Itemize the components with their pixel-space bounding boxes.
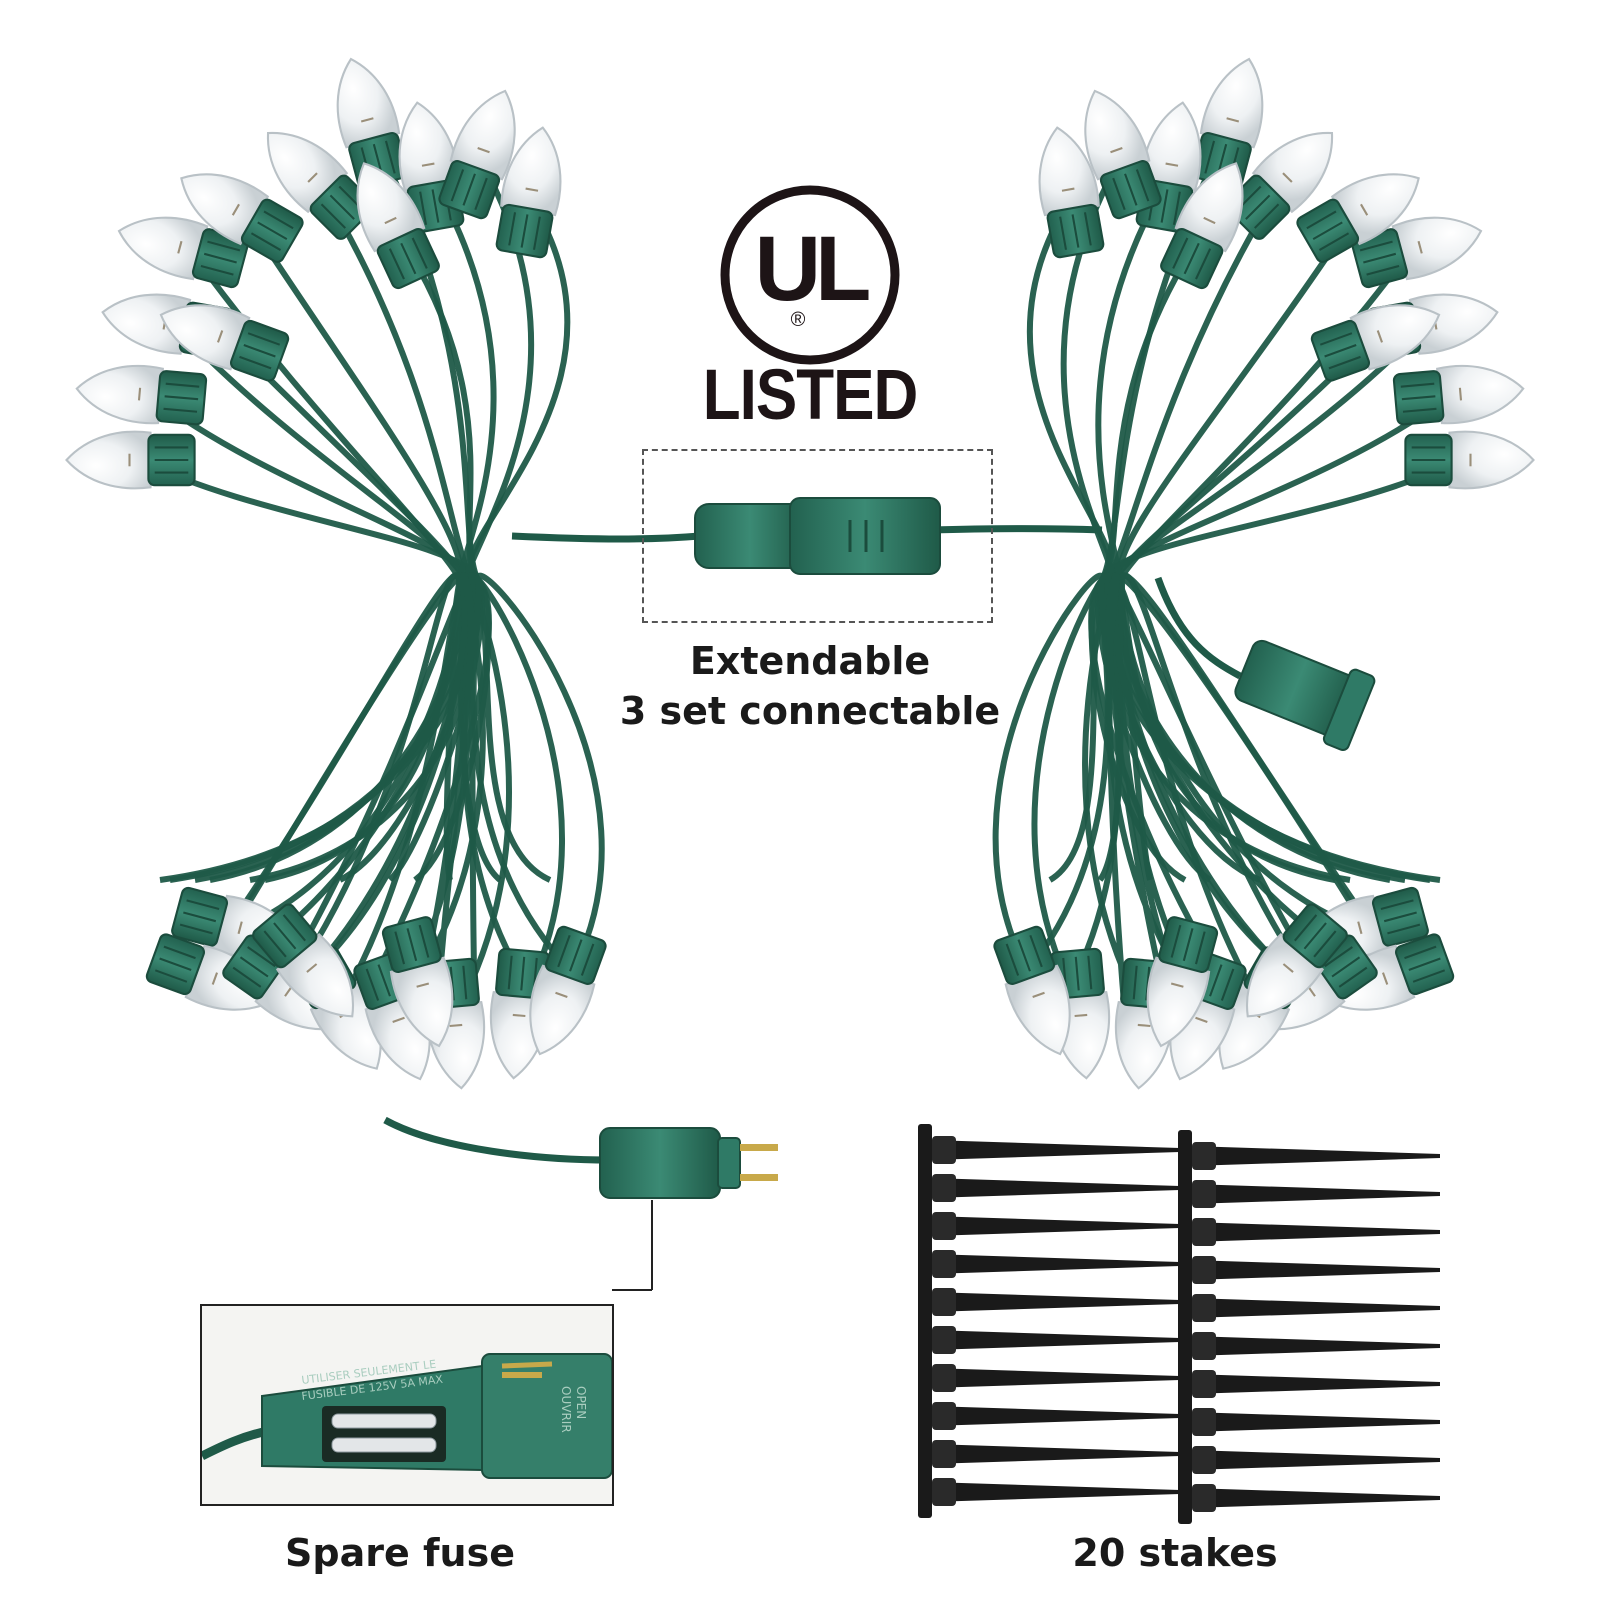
wire-strand bbox=[1105, 572, 1183, 977]
wire-strand bbox=[1031, 572, 1122, 1007]
stake bbox=[918, 1390, 1180, 1442]
ul-letters: UL bbox=[755, 218, 869, 320]
stake bbox=[918, 1276, 1180, 1328]
stake bbox=[1178, 1434, 1440, 1486]
stake bbox=[918, 1200, 1180, 1252]
bulb bbox=[65, 430, 196, 490]
wire-strand bbox=[470, 572, 605, 988]
bulb bbox=[73, 359, 208, 430]
wire-strand bbox=[1112, 572, 1298, 963]
stake bbox=[1178, 1472, 1440, 1524]
stake bbox=[918, 1314, 1180, 1366]
spare-fuse-closeup: UTILISER SEULEMENT LE FUSIBLE DE 125V 5A… bbox=[200, 1304, 614, 1506]
fuse-ouvrir-label: OUVRIR bbox=[559, 1386, 573, 1433]
left-string-bulbs bbox=[65, 50, 612, 1092]
stake bbox=[918, 1352, 1180, 1404]
wire-strand bbox=[992, 572, 1111, 988]
bulb bbox=[1404, 430, 1535, 490]
fuse-plug-illustration: UTILISER SEULEMENT LE FUSIBLE DE 125V 5A… bbox=[202, 1353, 612, 1479]
stake bbox=[1178, 1282, 1440, 1334]
stake bbox=[1178, 1358, 1440, 1410]
right-string-bulbs bbox=[988, 50, 1535, 1092]
stake bbox=[918, 1428, 1180, 1480]
bulb bbox=[1392, 359, 1527, 430]
wire-strand bbox=[417, 572, 486, 977]
extendable-caption-line1: Extendable bbox=[689, 639, 931, 683]
left-string-wires bbox=[138, 128, 605, 1017]
stake bbox=[918, 1466, 1180, 1518]
stake bbox=[918, 1238, 1180, 1290]
ul-logo: UL ® bbox=[720, 185, 900, 365]
connector-cord bbox=[511, 497, 1103, 575]
stake bbox=[1178, 1320, 1440, 1372]
stake bbox=[1178, 1168, 1440, 1220]
stake bbox=[918, 1162, 1180, 1214]
wire-strand bbox=[461, 572, 565, 1007]
connector-highlight-box bbox=[642, 449, 993, 623]
right-string-wires bbox=[992, 128, 1462, 1017]
extendable-caption-line2: 3 set connectable bbox=[619, 689, 1001, 733]
stake bbox=[918, 1124, 1180, 1176]
stake bbox=[1178, 1206, 1440, 1258]
male-plug bbox=[383, 1116, 778, 1291]
ul-listed-label: LISTED bbox=[702, 355, 918, 436]
stake bbox=[1178, 1130, 1440, 1182]
fuse-open-label: OPEN bbox=[574, 1386, 588, 1419]
stakes-caption: 20 stakes bbox=[1072, 1531, 1278, 1575]
wire-strand bbox=[148, 392, 478, 883]
female-end-plug bbox=[1154, 576, 1376, 752]
stake bbox=[1178, 1396, 1440, 1448]
spare-fuse-caption: Spare fuse bbox=[285, 1531, 515, 1575]
wire-strand bbox=[302, 572, 468, 963]
stake bbox=[1178, 1244, 1440, 1296]
registered-mark: ® bbox=[791, 309, 806, 331]
extendable-caption: Extendable 3 set connectable bbox=[600, 636, 1020, 736]
stakes-pile bbox=[918, 1124, 1440, 1524]
